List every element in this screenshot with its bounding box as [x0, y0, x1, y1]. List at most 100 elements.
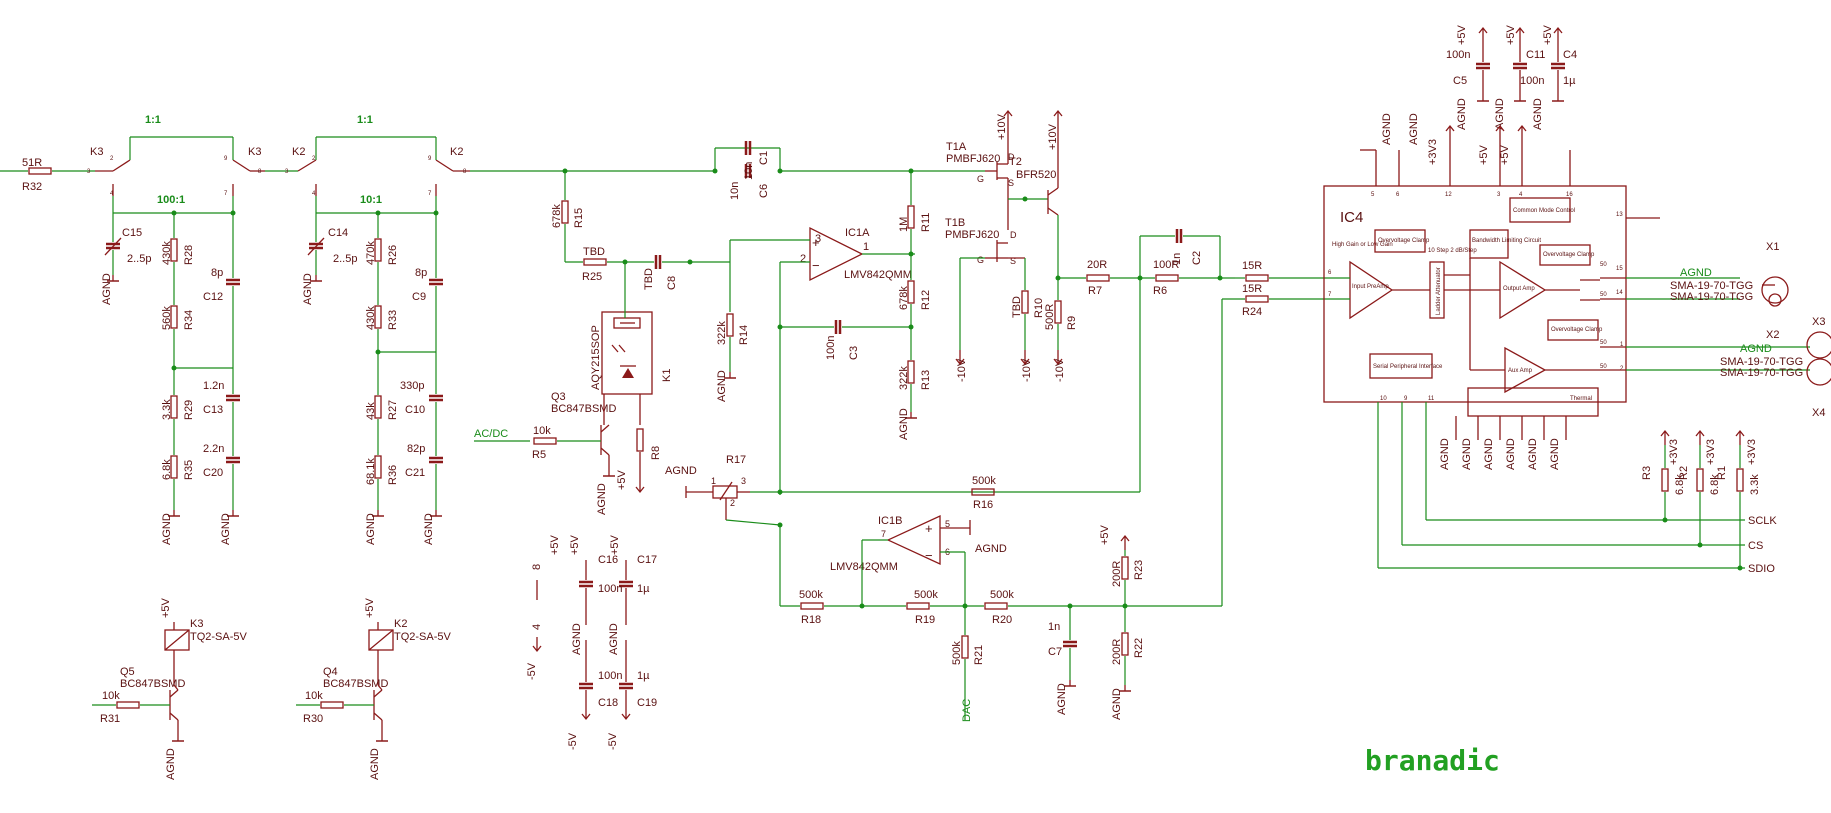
svg-text:AGND: AGND: [423, 513, 435, 545]
svg-text:R9: R9: [1066, 316, 1078, 330]
svg-text:R29: R29: [183, 400, 195, 420]
svg-text:C7: C7: [1048, 646, 1062, 658]
resistor-r19: [906, 602, 930, 610]
svg-text:4: 4: [110, 191, 114, 197]
resistor-r18: [800, 602, 824, 610]
svg-text:430k: 430k: [365, 306, 377, 330]
svg-text:X4: X4: [1812, 407, 1825, 419]
svg-text:430k: 430k: [161, 241, 173, 265]
svg-text:AGND: AGND: [716, 370, 728, 402]
svg-text:100n: 100n: [825, 336, 837, 360]
svg-text:K2: K2: [394, 618, 407, 630]
svg-text:1: 1: [1620, 342, 1624, 348]
svg-text:-5V: -5V: [526, 662, 538, 680]
svg-text:High Gain or Low Gain: High Gain or Low Gain: [1332, 242, 1393, 248]
svg-text:Q4: Q4: [323, 666, 338, 678]
svg-text:9: 9: [428, 156, 432, 162]
svg-text:3.3k: 3.3k: [1749, 474, 1761, 495]
resistor-r4: [1245, 274, 1269, 282]
svg-text:R3: R3: [1641, 466, 1653, 480]
svg-text:C15: C15: [122, 227, 142, 239]
svg-text:1: 1: [711, 476, 716, 486]
svg-text:+5V: +5V: [1456, 24, 1468, 45]
svg-text:Input PreAmp: Input PreAmp: [1352, 284, 1389, 290]
svg-text:C16: C16: [598, 554, 618, 566]
svg-text:-10V: -10V: [1054, 358, 1066, 382]
svg-text:50: 50: [1600, 292, 1607, 298]
svg-text:10n: 10n: [729, 182, 741, 200]
svg-text:678k: 678k: [551, 204, 563, 228]
svg-text:AGND: AGND: [1532, 98, 1544, 130]
svg-text:AGND: AGND: [101, 273, 113, 305]
svg-text:8p: 8p: [211, 267, 223, 279]
svg-text:2.2n: 2.2n: [203, 443, 224, 455]
svg-text:82p: 82p: [407, 443, 425, 455]
svg-text:C11: C11: [1526, 49, 1545, 61]
svg-text:R11: R11: [920, 213, 932, 232]
svg-text:1µ: 1µ: [637, 583, 650, 595]
svg-text:T1B: T1B: [945, 217, 965, 229]
svg-text:1: 1: [863, 241, 869, 253]
svg-text:Serial Peripheral Interface: Serial Peripheral Interface: [1373, 364, 1443, 370]
svg-text:T1A: T1A: [946, 141, 967, 153]
svg-text:4: 4: [1519, 192, 1523, 198]
svg-text:R25: R25: [582, 271, 602, 283]
svg-text:R6: R6: [1153, 285, 1167, 297]
opamp-ic1a: [809, 226, 864, 282]
relay-driver-k3: +5V K3 TQ2-SA-5V Q5 BC847BSMD AGND 10k R…: [92, 597, 248, 780]
svg-text:50: 50: [1600, 340, 1607, 346]
svg-text:5: 5: [1371, 192, 1375, 198]
common-mode-control-block: [1509, 197, 1571, 223]
svg-text:-10V: -10V: [956, 358, 968, 382]
svg-text:TQ2-SA-5V: TQ2-SA-5V: [394, 631, 452, 643]
svg-text:5: 5: [945, 519, 950, 529]
svg-text:2..5p: 2..5p: [127, 253, 151, 265]
svg-text:C14: C14: [328, 227, 348, 239]
svg-text:15: 15: [1616, 266, 1623, 272]
svg-text:3.3k: 3.3k: [161, 399, 173, 420]
svg-text:6.8k: 6.8k: [1709, 474, 1721, 495]
svg-text:2: 2: [110, 156, 114, 162]
spi-section: +3V3 +3V3 +3V3 R3 6.8k R2 6.8k R1 3.3k S…: [1378, 430, 1777, 575]
svg-text:R28: R28: [183, 245, 195, 265]
svg-text:Overvoltage Clamp: Overvoltage Clamp: [1543, 252, 1595, 258]
buffer-section: 10n 10n C6 C1 3 + 2 − 1 IC1A LMV842QMM 3…: [712, 110, 1325, 606]
svg-text:AQY215SOP: AQY215SOP: [590, 325, 602, 390]
svg-text:10k: 10k: [102, 690, 120, 702]
svg-text:470k: 470k: [365, 241, 377, 265]
brand-logo: branadic: [1365, 744, 1500, 777]
svg-text:+3V3: +3V3: [1427, 139, 1439, 165]
svg-text:C19: C19: [637, 697, 657, 709]
svg-text:1n: 1n: [1048, 621, 1060, 633]
capacitor-c19: [617, 682, 635, 690]
svg-text:R33: R33: [387, 310, 399, 330]
svg-text:T2: T2: [1009, 156, 1022, 168]
ic4-amplifier: IC4 AGND AGND +3V3 +5V +5V 5 6 12 3 4 16…: [1323, 113, 1660, 568]
svg-text:R1: R1: [1716, 466, 1728, 480]
capacitor-c3: [834, 318, 842, 336]
svg-text:X2: X2: [1766, 329, 1779, 341]
svg-text:IC1B: IC1B: [878, 515, 902, 527]
svg-text:AGND: AGND: [369, 748, 381, 780]
svg-text:7: 7: [881, 529, 886, 539]
svg-text:R8: R8: [650, 446, 662, 460]
ic4-name: IC4: [1340, 209, 1363, 226]
svg-text:+: +: [812, 235, 820, 250]
svg-text:SMA-19-70-TGG: SMA-19-70-TGG: [1670, 291, 1753, 303]
capacitor-c9: [427, 278, 445, 286]
svg-text:R16: R16: [973, 499, 993, 511]
svg-text:8: 8: [531, 564, 543, 570]
svg-text:R14: R14: [738, 325, 750, 345]
attenuator-section: 51R R32 K3 K3 3 2 9 8 4 7 1:1 100:1 C15 …: [0, 114, 470, 545]
r32-name: R32: [22, 181, 42, 193]
svg-text:AGND: AGND: [1439, 438, 1451, 470]
svg-text:Q3: Q3: [551, 391, 566, 403]
svg-text:AGND: AGND: [1740, 343, 1772, 355]
svg-text:R23: R23: [1133, 560, 1145, 580]
svg-text:9: 9: [1404, 396, 1408, 402]
svg-text:3: 3: [815, 233, 821, 245]
svg-text:3: 3: [87, 169, 91, 175]
svg-text:+5V: +5V: [364, 597, 376, 618]
svg-text:C5: C5: [1453, 75, 1467, 87]
